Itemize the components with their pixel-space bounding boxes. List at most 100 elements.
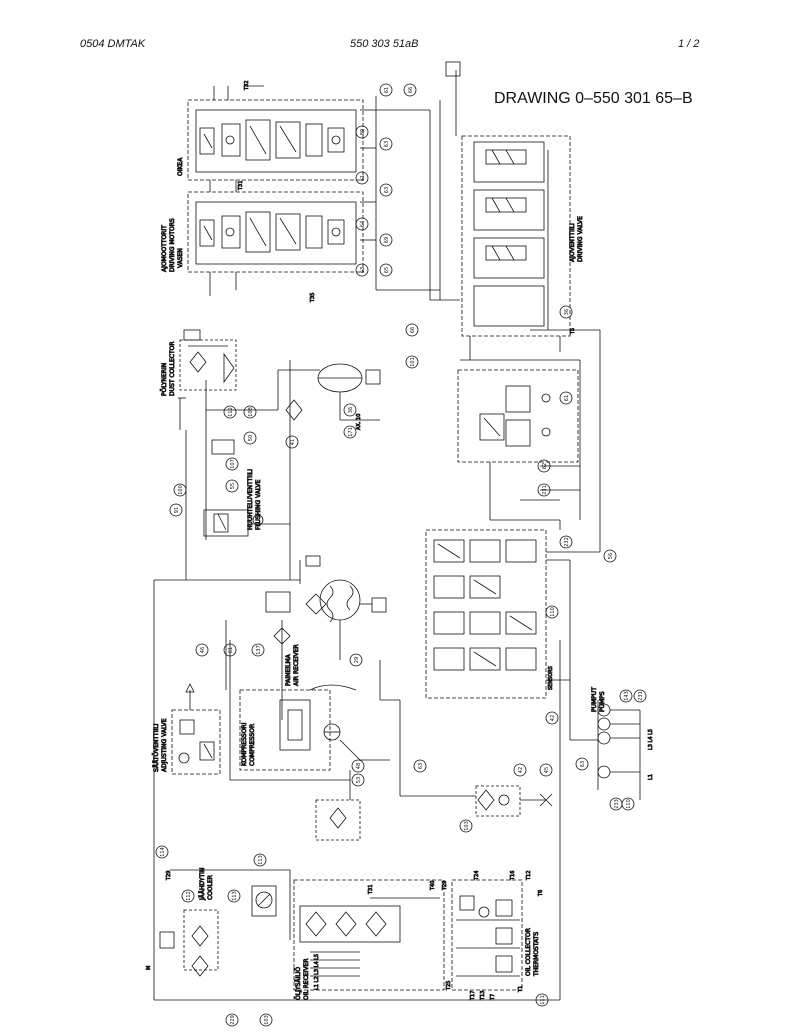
callout-number: 89 — [360, 129, 366, 135]
callout-number: 61 — [564, 395, 570, 401]
label-flushing-valve: FLUSHING VALVE — [255, 479, 262, 530]
callout-circle — [633, 689, 647, 703]
callout-number: 42 — [550, 715, 556, 721]
callout-number: 113 — [232, 891, 238, 901]
callout-number: 91 — [174, 507, 180, 513]
callout-circle — [259, 1013, 273, 1027]
page-number: 1 / 2 — [678, 38, 700, 50]
drawing-title: DRAWING 0–550 301 65–B — [494, 90, 693, 107]
doc-number: 550 303 51aB — [350, 38, 419, 50]
callout-number: 61 — [384, 87, 390, 93]
doc-code: 0504 DMTAK — [80, 38, 146, 50]
callout-number: 143 — [624, 691, 630, 701]
label-polyimuri: PÖLYNERIN — [161, 363, 168, 396]
label-thermostats: THERMOSTATS — [533, 932, 540, 977]
callout-circle — [545, 605, 559, 619]
callout-circle — [379, 263, 393, 277]
port-label: L1 — [648, 774, 654, 780]
callout-circle — [195, 643, 209, 657]
label-ax10: AX. 10 — [356, 414, 362, 430]
callout-circle — [155, 845, 169, 859]
label-pump-lines: L3 L4 L5 — [648, 729, 654, 750]
label-huuhteluventtiili: HUUHTELUVENTTIILI — [247, 469, 254, 530]
label-ajomoottorit: AJOMOOTTORIT — [161, 225, 168, 272]
callout-circle — [355, 125, 369, 139]
callout-number: 50 — [248, 435, 254, 441]
label-sensors: SENSORS — [548, 666, 554, 690]
callout-number: 63 — [384, 187, 390, 193]
port-label: T32 — [244, 81, 250, 91]
callout-number: 56 — [608, 553, 614, 559]
control-valve-block — [425, 529, 571, 740]
oil-collector-block — [451, 879, 523, 991]
callout-number: 46 — [200, 647, 206, 653]
label-oljysailio: ÖLJYSÄILIÖ — [295, 967, 302, 1000]
port-label: T29 — [166, 871, 172, 881]
callout-number: 112 — [186, 891, 192, 901]
label-pumput: PUMPUT — [591, 687, 598, 712]
callout-circle — [379, 233, 393, 247]
port-label: T17 — [470, 991, 476, 1001]
callout-circle — [413, 759, 427, 773]
callout-circle — [355, 171, 369, 185]
adjusting-valve-block — [171, 683, 221, 775]
label-ajoventtiili: AJOVENTTIILI — [569, 223, 576, 262]
callout-number: 62 — [542, 463, 548, 469]
label-adjusting-valve: ADJUSTING VALVE — [161, 718, 168, 772]
callout-number: 36 — [564, 309, 570, 315]
callout-number: 233 — [614, 799, 620, 809]
callout-circle — [603, 549, 617, 563]
label-saatoventtiili: SÄÄTÖVENTTIILI — [153, 723, 160, 772]
port-label: T40 — [430, 881, 436, 891]
callout-number: 66 — [408, 87, 414, 93]
callout-circle — [559, 391, 573, 405]
callout-number: 63 — [580, 761, 586, 767]
callout-number: 66 — [410, 327, 416, 333]
callout-circle — [225, 457, 239, 471]
callout-number: 63 — [360, 267, 366, 273]
callout-circle — [223, 643, 237, 657]
label-cooler: COOLER — [207, 875, 214, 900]
port-label: M — [146, 966, 152, 970]
callout-circle — [351, 773, 365, 787]
flushing-valve-block — [154, 360, 381, 581]
callout-circle — [351, 759, 365, 773]
label-driving-motors: DRIVING MOTORS — [169, 218, 176, 272]
callout-circle — [559, 305, 573, 319]
callout-circle — [285, 435, 299, 449]
callout-number: 63 — [418, 763, 424, 769]
callout-circle — [227, 889, 241, 903]
callout-circle — [253, 853, 267, 867]
oil-receiver-block — [154, 640, 561, 1001]
callout-circle — [575, 757, 589, 771]
callout-number: 107 — [230, 459, 236, 469]
label-oikea: OIKEA — [177, 157, 184, 176]
callout-circle — [225, 1013, 239, 1027]
callout-number: 114 — [160, 847, 166, 857]
callout-number: 53 — [356, 777, 362, 783]
label-paineilma: PAINEILMA — [285, 653, 292, 686]
callout-circle — [403, 83, 417, 97]
air-receiver-block — [153, 555, 387, 1000]
callout-circle — [225, 479, 239, 493]
callout-circle — [169, 503, 183, 517]
callout-number: 69 — [384, 237, 390, 243]
callout-circle — [545, 711, 559, 725]
callout-number: 103 — [264, 1015, 270, 1025]
port-label: T25 — [446, 981, 452, 991]
label-oil-receiver: OIL RECEIVER — [303, 958, 310, 1000]
callout-number: 103 — [464, 821, 470, 831]
label-jaahdytin: JÄÄHDYTIN — [199, 868, 206, 901]
port-label: T35 — [310, 293, 316, 303]
label-compressor: COMPRESSOR — [249, 724, 256, 766]
driving-valve-block — [439, 61, 571, 360]
port-label: T29 — [442, 881, 448, 891]
callout-number: 112 — [228, 407, 234, 417]
callout-circle — [181, 889, 195, 903]
callout-number: 63 — [384, 141, 390, 147]
callout-number: 61 — [360, 175, 366, 181]
callout-circle — [349, 653, 363, 667]
callout-number: 231 — [542, 485, 548, 495]
